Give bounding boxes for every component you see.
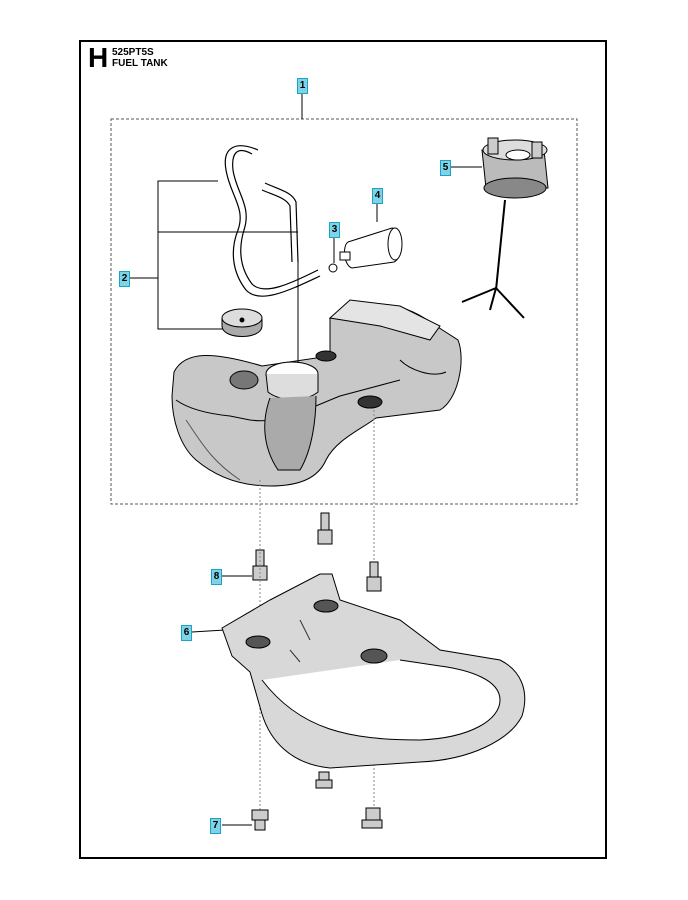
callout-5[interactable]: 5: [440, 160, 451, 176]
callout-4[interactable]: 4: [372, 188, 383, 204]
grommet: [221, 308, 263, 337]
fuel-hose: [224, 145, 321, 297]
callout-1[interactable]: 1: [297, 78, 308, 94]
diagram-title: FUEL TANK: [112, 58, 168, 69]
hose-clip: [328, 263, 338, 273]
threaded-stud: [317, 512, 333, 545]
screw-right: [366, 561, 382, 592]
section-letter: H: [88, 42, 109, 73]
screw-bottom-right: [361, 807, 383, 829]
assembly-group-box: [110, 118, 578, 505]
tank-bracket: [221, 573, 526, 769]
fuel-cap: [461, 137, 549, 319]
diagram-frame: [79, 40, 607, 859]
callout-6[interactable]: 6: [181, 625, 192, 641]
callout-2[interactable]: 2: [119, 271, 130, 287]
fuel-tank: [171, 299, 462, 487]
callout-7[interactable]: 7: [210, 818, 221, 834]
callout-3[interactable]: 3: [329, 222, 340, 238]
fuel-filter: [339, 227, 403, 269]
screw-7: [251, 809, 269, 831]
model-number: 525PT5S: [112, 47, 154, 58]
callout-8[interactable]: 8: [211, 569, 222, 585]
screw-bottom-center: [315, 771, 333, 789]
